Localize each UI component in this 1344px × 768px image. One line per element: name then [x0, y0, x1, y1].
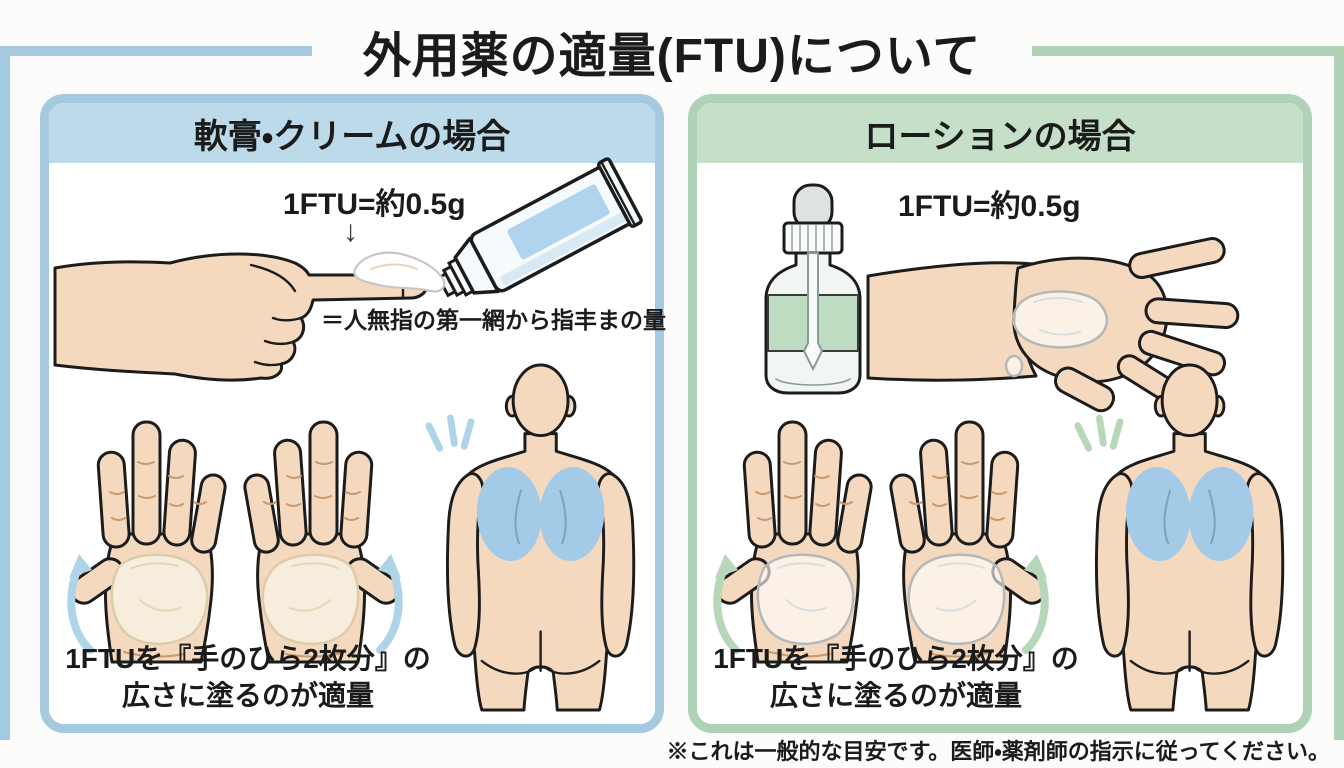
panel-lotion-title: ローションの場合	[864, 117, 1136, 156]
ointment-usage-line1: 1FTUを『手のひら2枚分』の	[65, 643, 431, 674]
body-back-illustration	[425, 363, 636, 712]
ointment-usage-text: 1FTUを『手のひら2枚分』の 広さに塗るのが適量	[57, 641, 439, 715]
dropper-bottle-illustration	[764, 183, 862, 395]
lotion-usage-line2: 広さに塗るのが適量	[769, 679, 1022, 711]
decor-frame-right-side	[1334, 46, 1344, 740]
ointment-finger-note: ＝人無指の第一網から指丰まの量	[321, 307, 666, 333]
lotion-ftu-label: 1FTU=約0.5g	[898, 190, 1081, 223]
palms-with-lotion-illustration	[710, 420, 1052, 664]
ointment-tube-illustration	[436, 157, 643, 298]
ointment-ftu-label: 1FTU=約0.5g	[283, 188, 466, 221]
decor-frame-right-top	[1032, 46, 1344, 56]
body-back-illustration	[1074, 363, 1285, 712]
lotion-usage-text: 1FTUを『手のひら2枚分』の 広さに塗るのが適量	[705, 641, 1087, 715]
decor-frame-left-top	[0, 46, 312, 56]
ointment-usage-line2: 広さに塗るのが適量	[121, 679, 374, 711]
lotion-usage-line1: 1FTUを『手のひら2枚分』の	[713, 643, 1079, 674]
panel-ointment-header: 軟膏・クリームの場合	[49, 103, 655, 163]
decor-frame-left-side	[0, 46, 10, 740]
panel-lotion-header: ローションの場合	[697, 103, 1303, 163]
down-arrow-icon: ↓	[343, 215, 358, 248]
panel-ointment: 軟膏・クリームの場合 1FTU=約0.5g ↓	[40, 94, 666, 733]
page-title: 外用薬の適量(FTU)について	[362, 30, 982, 83]
pointing-hand-illustration	[53, 251, 446, 382]
panel-ointment-title: 軟膏・クリームの場合	[193, 117, 511, 156]
footer-note: ※これは一般的な目安です。医師・薬剤師の指示に従ってください。	[666, 739, 1330, 764]
panel-lotion: ローションの場合 1FTU=約0.5g	[688, 94, 1312, 733]
palms-with-cream-illustration	[64, 420, 406, 664]
